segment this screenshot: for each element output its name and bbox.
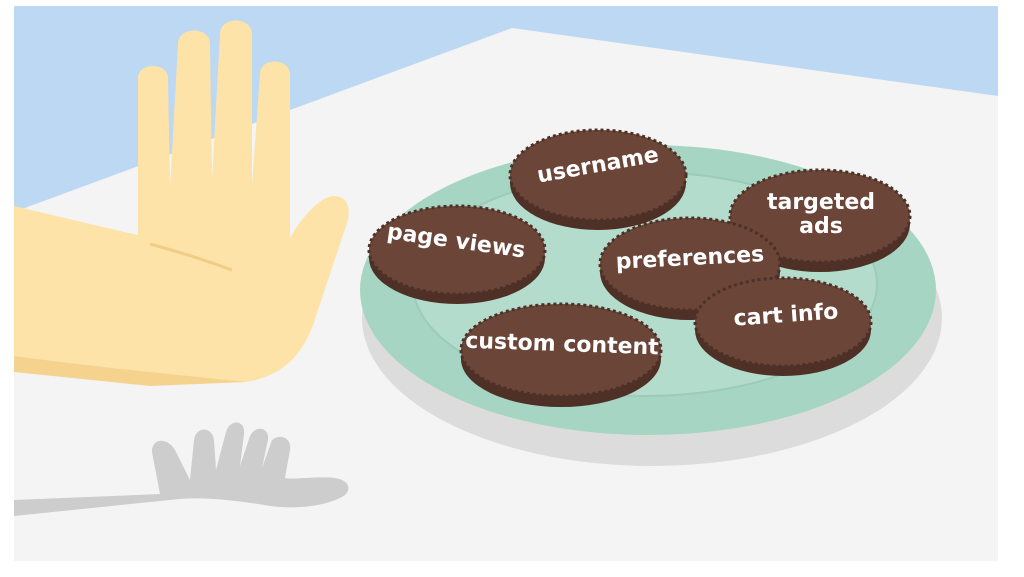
cookie-page-views-body: [367, 204, 547, 296]
cookie-username-body: [508, 128, 688, 222]
cookie-custom-content: custom content: [459, 302, 663, 407]
cookie-username: username: [508, 128, 688, 230]
raised-hand: [14, 20, 349, 386]
cookie-cart-info-body: [693, 276, 873, 368]
hand-shadow: [14, 422, 349, 516]
cookie-targeted-ads-label: targeted: [767, 190, 875, 215]
cookie-targeted-ads-label-2: ads: [799, 214, 843, 239]
arm: [14, 206, 150, 380]
cookie-cart-info: cart info: [693, 276, 873, 376]
cookie-custom-content-body: [459, 302, 663, 398]
hand-palm: [138, 20, 349, 384]
cookie-page-views: page views: [367, 204, 547, 304]
cookie-targeted-ads-body: [728, 168, 912, 264]
thumb-crease: [149, 242, 233, 272]
hand-shade: [14, 356, 246, 386]
